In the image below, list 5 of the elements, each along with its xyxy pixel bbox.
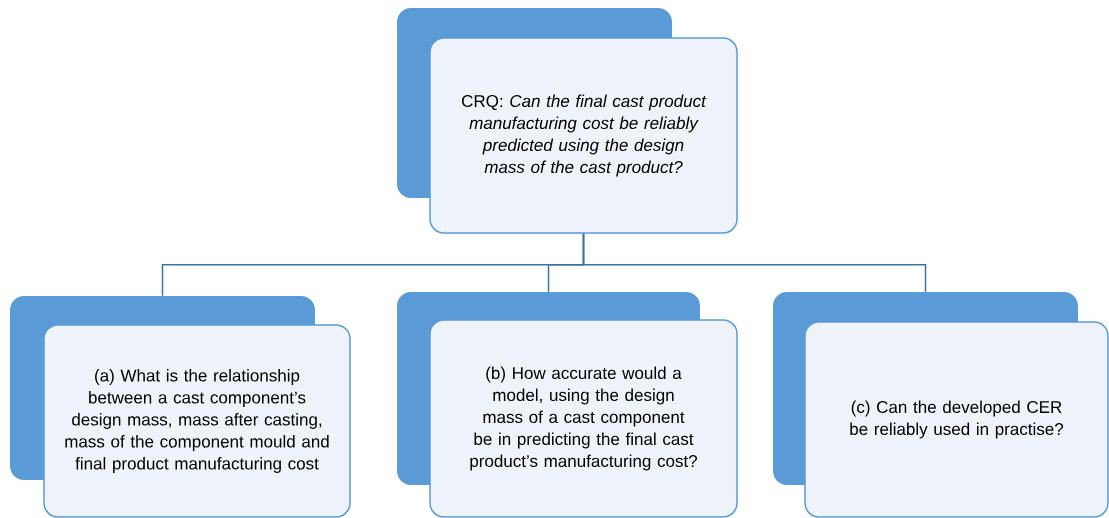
process-box: (c) Can the developed CER be reliably used in practise? — [773, 292, 1109, 518]
process-box: (a) What is the relationship between a cast component’s design mass, mass after casting, mass of the component mould and final product manufacturing cost — [10, 296, 351, 518]
connector-line — [582, 233, 927, 293]
process-box: (b) How accurate would a model, using the design mass of a cast component be in predicting the final cast product’s manufacturing cost? — [397, 292, 738, 518]
process-box: CRQ: Can the final cast product manufacturing cost be reliably predicted using the design mass of the cast product? — [397, 8, 738, 234]
